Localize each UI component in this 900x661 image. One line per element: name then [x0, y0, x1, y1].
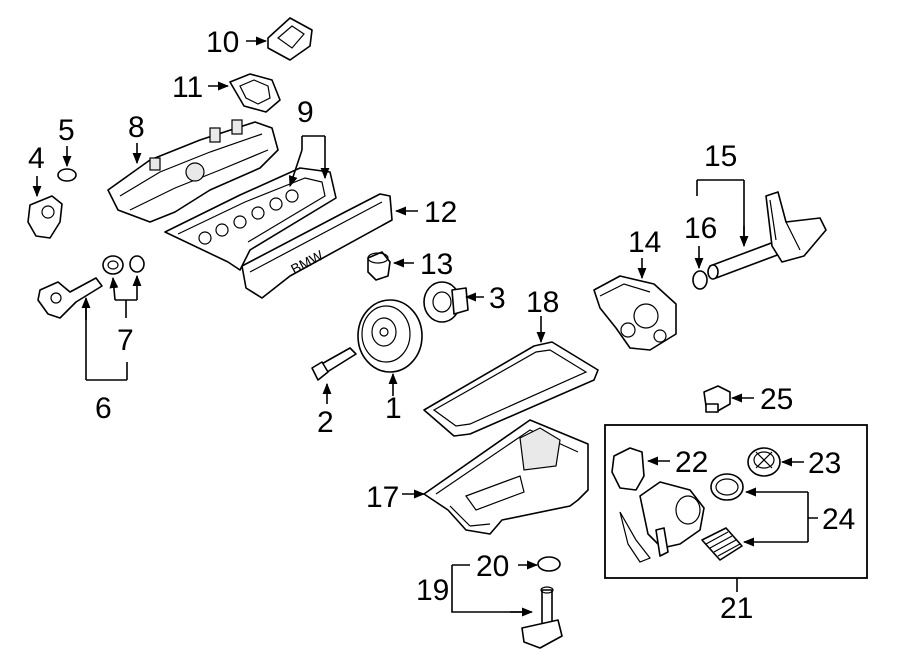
- callout-24: 24: [822, 503, 855, 536]
- callout-21: 21: [720, 592, 753, 625]
- callout-10: 10: [206, 26, 239, 59]
- part-5-o-ring: [57, 168, 77, 182]
- callout-18: 18: [526, 286, 559, 319]
- part-20-o-ring: [537, 556, 561, 572]
- leader-9-bracket: [301, 135, 326, 150]
- part-25-sensor: [703, 385, 731, 413]
- part-10-filler-cap: [267, 17, 313, 61]
- callout-7: 7: [117, 324, 134, 357]
- part-12-engine-cover: BMW: [241, 193, 393, 299]
- part-14-oil-pump: [593, 275, 677, 351]
- part-24-seal: [710, 473, 744, 501]
- callout-20: 20: [476, 550, 509, 583]
- part-23-filter-cap: [747, 447, 781, 477]
- part-16-o-ring: [692, 270, 708, 290]
- callout-8: 8: [128, 111, 145, 144]
- leader-7a: [109, 276, 119, 301]
- part-1-pulley: [357, 299, 423, 373]
- callout-23: 23: [808, 447, 841, 480]
- kit-box-21: [604, 424, 868, 579]
- leader-7-bracket: [115, 299, 137, 318]
- callout-6: 6: [95, 392, 112, 425]
- part-2-bolt: [311, 347, 357, 381]
- callout-25: 25: [760, 383, 793, 416]
- part-19-level-sensor: [521, 586, 563, 649]
- callout-1: 1: [385, 392, 402, 425]
- part-24-seal-inner: [715, 478, 739, 496]
- callout-19: 19: [416, 574, 449, 607]
- part-7-seal-a: [102, 255, 124, 275]
- part-8-valve-cover: [107, 119, 279, 223]
- part-17-oil-pan: [423, 419, 589, 535]
- part-11-cap-seal: [229, 73, 281, 113]
- leader-19: [451, 564, 530, 613]
- part-22-gasket: [611, 447, 645, 491]
- part-15-pickup-tube: [707, 191, 827, 280]
- callout-9: 9: [297, 96, 314, 129]
- part-24-filter-element: [701, 527, 743, 561]
- callout-17: 17: [366, 481, 399, 514]
- callout-12: 12: [424, 196, 457, 229]
- callout-4: 4: [28, 142, 45, 175]
- callout-3: 3: [489, 282, 506, 315]
- callout-2: 2: [317, 406, 334, 439]
- callout-13: 13: [420, 248, 453, 281]
- part-13-grommet: [367, 251, 391, 281]
- part-7-seal-b: [129, 255, 145, 273]
- part-4-sensor: [27, 195, 63, 239]
- part-3-hub: [423, 281, 469, 323]
- leader-9a: [288, 149, 303, 188]
- part-9-cover-gasket: [164, 167, 337, 271]
- part-21-filter-housing: [619, 481, 705, 563]
- callout-14: 14: [628, 226, 661, 259]
- callout-16: 16: [684, 212, 717, 245]
- part-18-pan-gasket: [423, 341, 599, 437]
- leader-24-bracket: [807, 492, 818, 542]
- callout-22: 22: [675, 446, 708, 479]
- part-7-seal-a-inner: [107, 260, 119, 270]
- callout-15: 15: [704, 140, 737, 173]
- callout-5: 5: [58, 114, 75, 147]
- callout-11: 11: [172, 71, 203, 104]
- part-6-sensor: [37, 277, 103, 319]
